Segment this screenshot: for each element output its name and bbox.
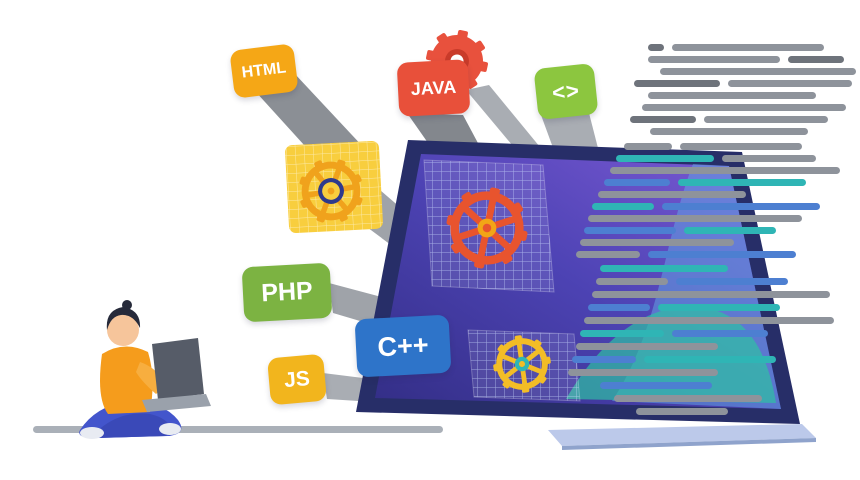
badge-html: HTML xyxy=(229,43,299,99)
beam-gear-to-laptop xyxy=(466,85,549,164)
person-head xyxy=(107,314,139,346)
orange-gear-icon xyxy=(439,180,536,277)
badge-php: PHP xyxy=(241,262,333,323)
badge-cpp: C++ xyxy=(354,314,452,378)
badge-code-brackets: <> xyxy=(533,63,599,120)
laptop xyxy=(356,140,816,450)
person-shoe-left xyxy=(80,427,104,439)
person-hair xyxy=(106,307,141,330)
beam-code-to-laptop xyxy=(541,113,599,156)
badge-java-label: JAVA xyxy=(410,76,457,99)
person-shoe-right xyxy=(159,423,181,435)
badge-php-label: PHP xyxy=(260,276,314,308)
person-laptop-screen xyxy=(152,338,204,400)
badge-java: JAVA xyxy=(396,59,471,117)
person-torso xyxy=(100,346,153,414)
laptop-base xyxy=(548,424,816,446)
laptop-base-edge xyxy=(562,438,816,450)
yellow-gear-icon xyxy=(489,331,554,396)
code-brackets-icon: <> xyxy=(550,77,582,105)
person-leg-cross xyxy=(96,413,172,438)
badge-cpp-label: C++ xyxy=(376,329,430,362)
person-hair-tuft xyxy=(122,300,132,310)
badge-js-label: JS xyxy=(283,366,311,392)
badge-js: JS xyxy=(267,353,327,406)
person-laptop-base xyxy=(142,394,211,412)
card-gear-icon xyxy=(289,149,373,233)
badge-html-label: HTML xyxy=(240,59,288,82)
person xyxy=(79,300,211,439)
